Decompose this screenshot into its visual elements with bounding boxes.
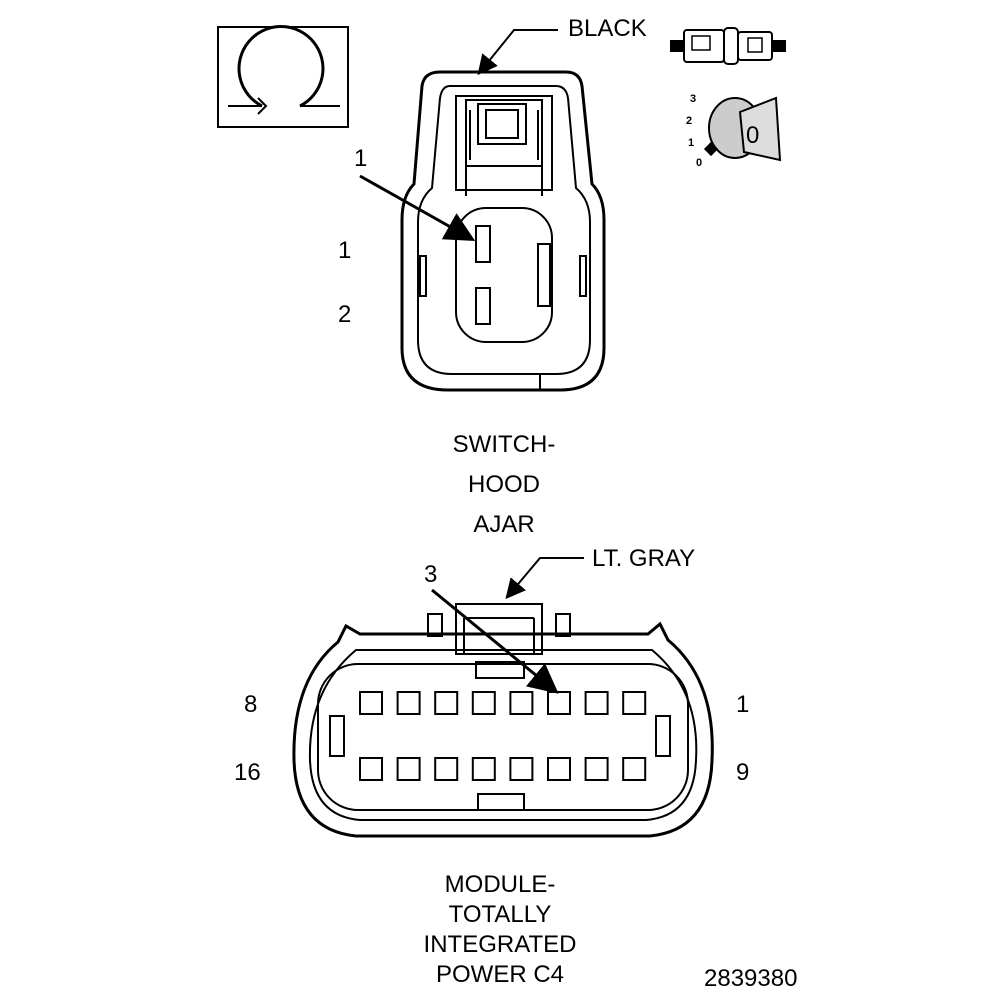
pin-7	[396, 691, 421, 715]
pin-label-2: 2	[338, 301, 351, 328]
ignition-key-icon: 0 3 2 1 0	[686, 93, 782, 169]
top-name-line-3: AJAR	[473, 511, 534, 538]
bottom-name-line-2: TOTALLY	[449, 901, 552, 928]
outer-housing	[400, 70, 606, 392]
inline-connector-icon	[670, 27, 786, 65]
pin-12	[509, 757, 534, 781]
pin-8	[359, 691, 383, 715]
pin-4	[509, 691, 534, 715]
pin-5	[471, 691, 496, 715]
top-name-line-1: SWITCH-	[453, 431, 556, 458]
bottom-name-line-3: INTEGRATED	[424, 931, 577, 958]
hood-switch-connector: BLACK 1 1 2 SWITCH- HOOD AJAR	[338, 15, 647, 538]
key-glyph: 0	[746, 122, 759, 149]
top-color-label: BLACK	[568, 15, 647, 42]
pin-9	[622, 757, 647, 781]
pin-11	[547, 757, 571, 781]
top-name-line-2: HOOD	[468, 471, 540, 498]
pin-1	[475, 225, 491, 263]
row-label-top-left: 8	[244, 691, 257, 718]
pin-2	[584, 691, 609, 715]
pin-label-1: 1	[338, 237, 351, 264]
pin-14	[434, 757, 459, 781]
row-label-bottom-right: 9	[736, 759, 749, 786]
position-1: 1	[688, 137, 694, 149]
pin-row-bottom	[359, 757, 647, 781]
top-callout-number: 1	[354, 145, 367, 172]
pin-6	[434, 691, 459, 715]
pin-3	[547, 691, 571, 715]
bottom-callout-number: 3	[424, 561, 437, 588]
pin-16	[359, 757, 383, 781]
position-3: 3	[690, 93, 696, 105]
pin-row-top	[359, 691, 647, 715]
pin-15	[396, 757, 421, 781]
outer-housing	[292, 621, 714, 838]
view-from-terminal-side-icon	[217, 25, 349, 128]
row-label-top-right: 1	[736, 691, 749, 718]
bottom-color-label: LT. GRAY	[592, 545, 695, 572]
row-label-bottom-left: 16	[234, 759, 261, 786]
bottom-name-line-4: POWER C4	[436, 961, 564, 988]
position-2: 2	[686, 115, 692, 127]
pin-10	[584, 757, 609, 781]
figure-id: 2839380	[704, 965, 797, 992]
pin-2	[475, 287, 491, 325]
bottom-name-line-1: MODULE-	[445, 871, 556, 898]
pin-1	[622, 691, 647, 715]
key-slot	[537, 243, 551, 307]
pin-13	[471, 757, 496, 781]
position-0: 0	[696, 157, 702, 169]
tipm-c4-connector: LT. GRAY 3 8 1 16 9 MODULE- TOTALLY	[234, 545, 749, 988]
